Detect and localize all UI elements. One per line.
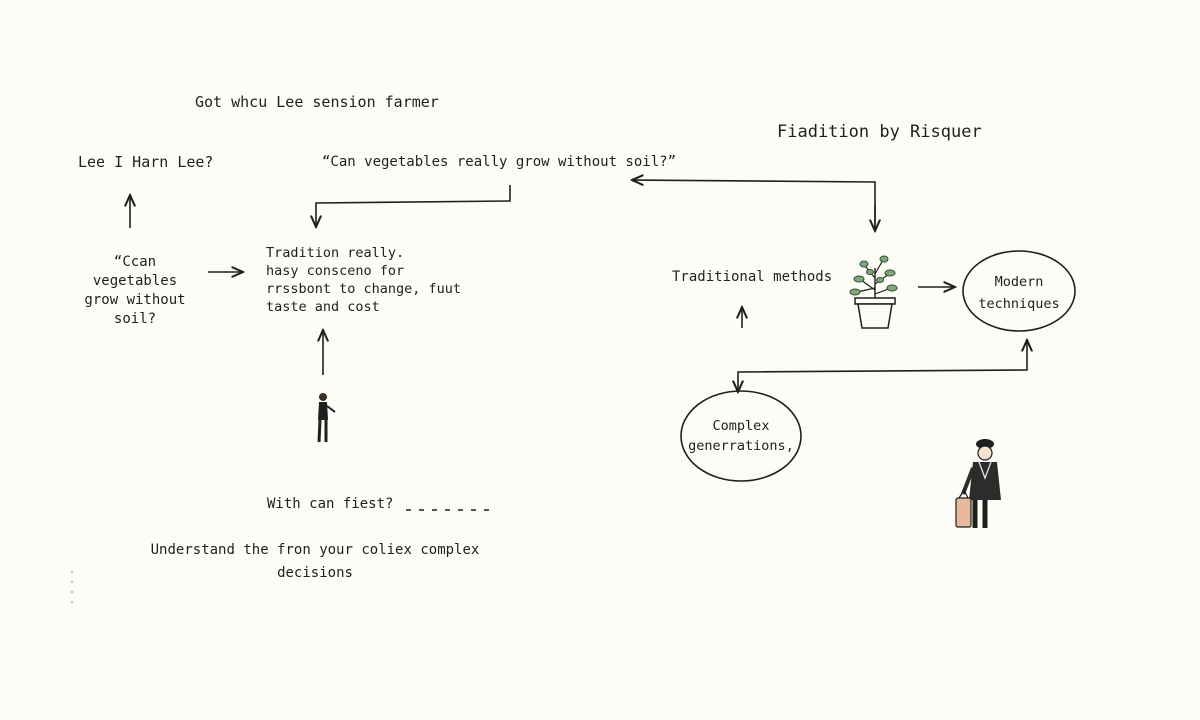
arrow-modern-complex <box>738 340 1027 392</box>
question-bottom: With can fiest? <box>267 496 394 512</box>
farmer-with-bag-icon <box>955 439 1001 528</box>
bubble-modern <box>962 250 1076 332</box>
arrow-plant-to-quote <box>632 180 876 230</box>
question-top-left: Lee I Harn Lee? <box>78 153 214 171</box>
traditional-methods: Traditional methods <box>672 269 833 285</box>
standing-person-icon <box>317 393 336 443</box>
top-title: Got whcu Lee sension farmer <box>195 93 439 111</box>
left-quote: “Ccan vegetables grow without soil? <box>84 254 186 327</box>
right-title: Fiadition by Risquer <box>777 122 982 142</box>
complex-generations: Complex generrations, <box>688 418 794 454</box>
potted-plant-icon <box>849 255 898 329</box>
margin-dots <box>71 571 73 603</box>
arrow-quote-to-tradition <box>316 185 511 227</box>
bubble-complex <box>680 390 802 482</box>
modern-techniques: Modern techniques <box>978 274 1060 312</box>
tradition-note: Tradition really. hasy consceno for rrss… <box>266 245 462 315</box>
middle-quote-top: “Can vegetables really grow without soil… <box>322 154 677 170</box>
footer-note: Understand the fron your coliex complex … <box>150 542 480 581</box>
